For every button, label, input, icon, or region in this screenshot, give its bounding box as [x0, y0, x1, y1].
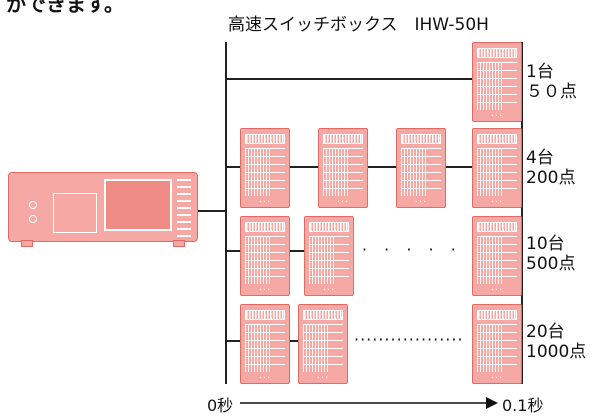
box-dots: ...	[490, 282, 504, 293]
row-points: ５０点	[526, 82, 577, 102]
recorder-foot	[21, 240, 33, 247]
switchbox: ...	[318, 128, 368, 208]
row-label-3: 10台 500点	[526, 234, 575, 274]
box-dots: ...	[414, 194, 428, 205]
recorder-screen	[104, 179, 172, 231]
header-fragment: かできます。	[6, 0, 124, 16]
row-units: 10台	[526, 234, 565, 254]
connector-line	[198, 210, 226, 212]
row-label-2: 4台 200点	[526, 148, 575, 188]
bus-line-row1	[226, 78, 474, 80]
time-end-label: 0.1秒	[502, 396, 544, 415]
ellipsis-row3: · · · · · ·	[362, 240, 484, 259]
recorder-panel	[53, 193, 97, 233]
recorder-device	[8, 172, 198, 247]
row-units: 4台	[526, 148, 554, 168]
ellipsis-row4: ··················	[354, 330, 464, 349]
row-label-4: 20台 1000点	[526, 322, 586, 362]
vertical-bus-line	[225, 42, 227, 384]
vertical-end-line	[521, 42, 523, 384]
row-points: 1000点	[526, 342, 587, 362]
box-dots: ...	[258, 194, 272, 205]
box-dots: ...	[336, 194, 350, 205]
box-dots: ...	[316, 370, 330, 381]
time-arrow	[240, 397, 498, 409]
row-points: 200点	[526, 168, 576, 188]
switchbox: ...	[472, 128, 522, 208]
box-dots: ...	[490, 194, 504, 205]
recorder-side-vents	[177, 179, 191, 237]
switchbox: ...	[240, 216, 290, 296]
time-start-label: 0秒	[207, 396, 234, 415]
box-dots: ...	[490, 370, 504, 381]
diagram-title: 高速スイッチボックス IHW-50H	[228, 15, 489, 35]
recorder-knob	[29, 201, 37, 209]
switchbox: ...	[304, 216, 354, 296]
box-dots: ...	[322, 282, 336, 293]
switchbox: ...	[396, 128, 446, 208]
switchbox: ...	[240, 304, 290, 384]
switchbox: ...	[298, 304, 348, 384]
switchbox: ...	[472, 304, 522, 384]
box-dots: ...	[490, 108, 504, 119]
switchbox: ...	[240, 128, 290, 208]
switchbox: ...	[472, 216, 522, 296]
box-dots: ...	[258, 370, 272, 381]
row-label-1: 1台 ５０点	[526, 62, 577, 102]
box-dots: ...	[258, 282, 272, 293]
recorder-knob	[29, 215, 37, 223]
row-units: 1台	[526, 62, 554, 82]
row-points: 500点	[526, 254, 576, 274]
row-units: 20台	[526, 322, 565, 342]
recorder-foot	[173, 240, 185, 247]
switchbox: ...	[472, 42, 522, 122]
